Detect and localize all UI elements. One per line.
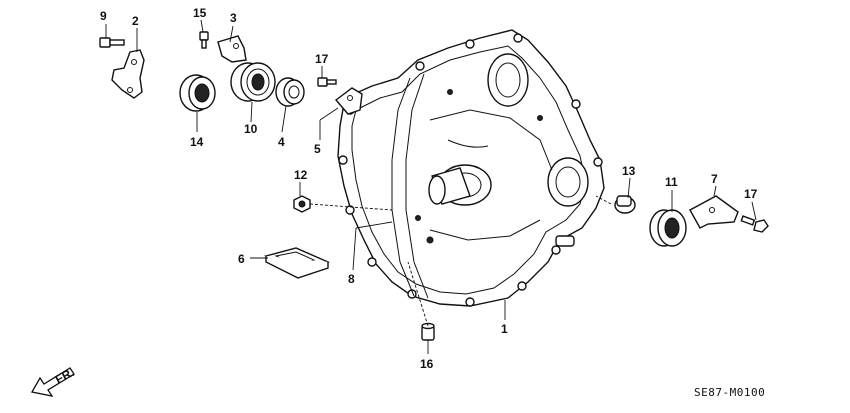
plate-2 <box>111 49 145 99</box>
bolt-17-upper <box>317 77 337 87</box>
callout-2: 2 <box>132 14 139 28</box>
callout-13: 13 <box>622 164 636 178</box>
bracket-7 <box>689 195 739 229</box>
callout-5: 5 <box>314 142 321 156</box>
callout-17-right: 17 <box>744 187 758 201</box>
clutch-housing <box>337 29 605 307</box>
callout-16: 16 <box>420 357 434 371</box>
callout-8: 8 <box>348 272 355 286</box>
oil-seal-11 <box>649 209 687 247</box>
bracket-3 <box>217 35 247 63</box>
bolt-17-right <box>740 215 769 233</box>
callout-12: 12 <box>294 168 308 182</box>
callout-17-upper: 17 <box>315 52 329 66</box>
bracket-5 <box>334 87 363 115</box>
guide-plate-6 <box>264 247 330 279</box>
front-arrow-icon <box>30 367 75 397</box>
front-direction-indicator: FR. <box>30 365 76 397</box>
cap-13 <box>614 195 636 214</box>
callout-14: 14 <box>190 135 204 149</box>
callout-4: 4 <box>278 135 285 149</box>
callout-7: 7 <box>711 172 718 186</box>
oil-seal-14 <box>179 74 216 112</box>
bolt-9 <box>99 37 125 48</box>
nut-12 <box>293 195 311 213</box>
callout-3: 3 <box>230 11 237 25</box>
callout-11: 11 <box>665 175 678 189</box>
callout-15: 15 <box>193 6 207 20</box>
bearing-10 <box>230 62 276 102</box>
callout-9: 9 <box>100 9 107 23</box>
bolt-15 <box>199 31 209 49</box>
seal-4 <box>275 77 305 107</box>
callout-6: 6 <box>238 252 245 266</box>
callouts: 9 2 15 3 17 14 10 4 5 12 6 8 16 1 13 11 … <box>100 6 758 371</box>
callout-1: 1 <box>501 322 508 336</box>
callout-10: 10 <box>244 122 258 136</box>
leader-lines <box>105 19 757 354</box>
diagram-code: SE87-M0100 <box>694 386 765 399</box>
